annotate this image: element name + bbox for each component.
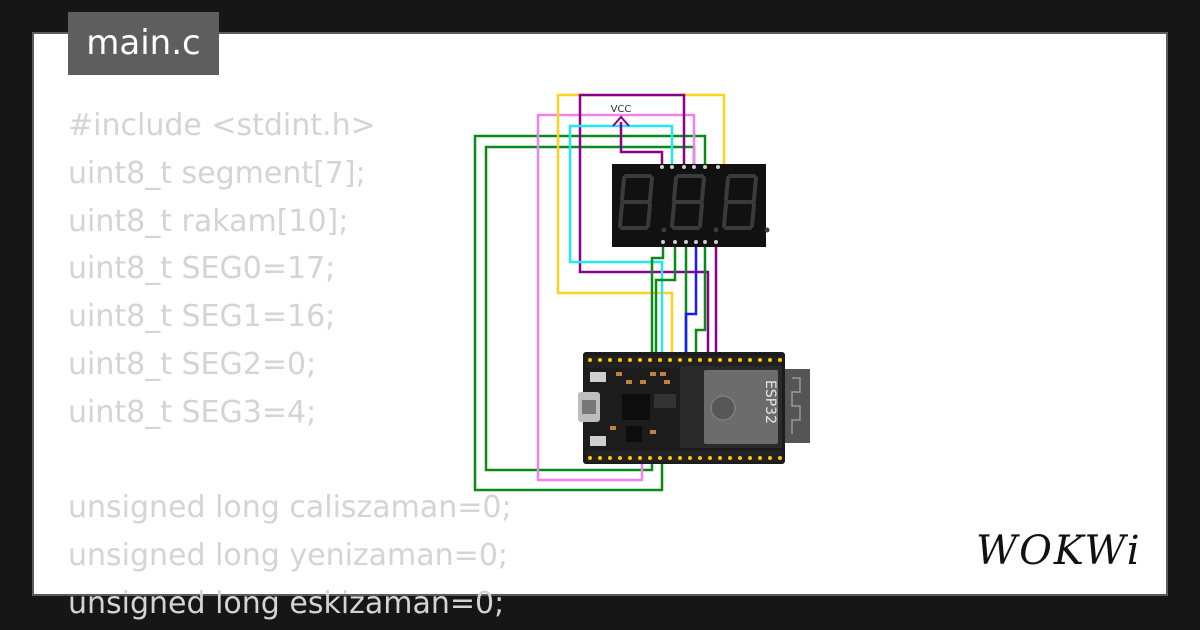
seven-segment-display <box>612 164 770 247</box>
code-line: uint8_t SEG2=0; <box>68 346 317 382</box>
code-line: uint8_t rakam[10]; <box>68 203 349 239</box>
wire-purple-vcc <box>619 122 664 165</box>
code-line: uint8_t segment[7]; <box>68 155 366 191</box>
esp32-board: ESP32 <box>578 352 810 464</box>
wire-pink <box>536 113 696 482</box>
file-tab[interactable]: main.c <box>68 12 219 75</box>
wire-green-outer <box>473 134 707 492</box>
preview-card: #include <stdint.h> uint8_t segment[7]; ui… <box>34 34 1166 621</box>
wokwi-logo[interactable]: WOKWi <box>976 528 1142 574</box>
wire-green-bottom-a <box>650 242 665 352</box>
wire-blue-bottom <box>684 242 698 352</box>
vcc-symbol <box>612 115 630 136</box>
code-line: unsigned long eskizaman=0; <box>68 585 505 621</box>
wire-green-bottom-b <box>654 242 677 352</box>
code-line: #include <stdint.h> <box>68 108 376 143</box>
vcc-label: VCC <box>611 104 632 115</box>
code-line: unsigned long caliszaman=0; <box>68 490 512 526</box>
code-line: uint8_t SEG1=16; <box>68 299 336 335</box>
wire-green-bottom-d <box>694 242 707 352</box>
code-line: unsigned long yenizaman=0; <box>68 538 509 574</box>
code-listing: #include <stdint.h> uint8_t segment[7]; ui… <box>68 102 512 628</box>
chip-label: ESP32 <box>762 380 778 424</box>
wire-purple-top <box>578 93 710 352</box>
wire-cyan <box>568 124 674 352</box>
code-line: uint8_t SEG3=4; <box>68 394 317 430</box>
code-line: uint8_t SEG0=17; <box>68 251 336 287</box>
